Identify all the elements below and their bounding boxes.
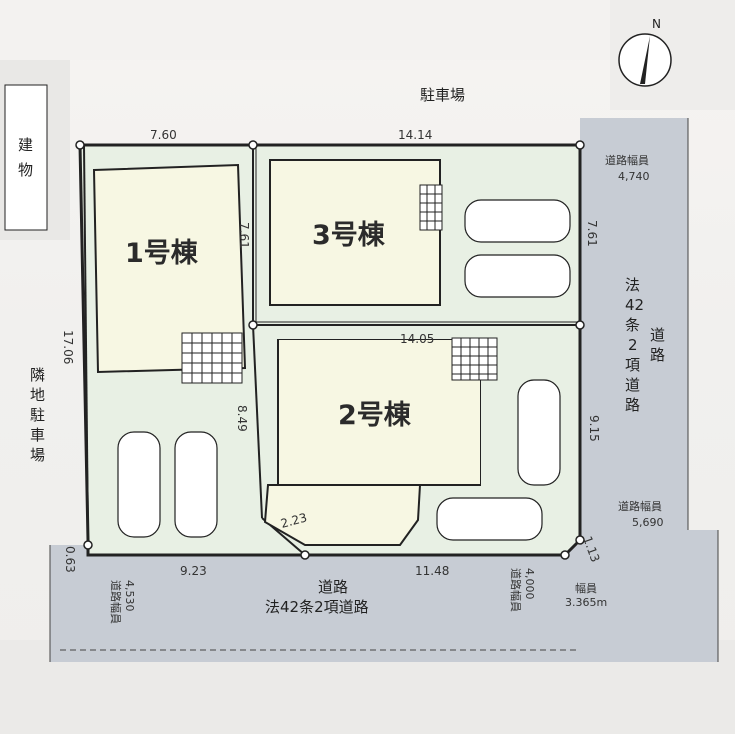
dim-lot3-right: 7.61: [585, 220, 599, 247]
east-road-7: 路: [625, 396, 640, 414]
car-2a: [517, 379, 561, 486]
neighbor-parking-2: 地: [30, 386, 45, 404]
dim-lot2-right: 9.15: [587, 415, 601, 442]
se-road-width-title: 幅員: [575, 582, 597, 595]
dim-top-left: 7.60: [150, 128, 177, 142]
s-road-width-value: 4,000: [523, 568, 536, 600]
building-label-2: 物: [18, 161, 33, 179]
dim-left: 17.06: [61, 330, 75, 364]
top-parking-label: 駐車場: [420, 86, 465, 104]
s-road-width-title: 道路幅員: [509, 568, 523, 612]
east-road: [580, 118, 688, 530]
dim-corner-cut: 2.23: [279, 510, 308, 530]
dim-corner-sw: 0.63: [63, 546, 77, 573]
house-3-label: 3号棟: [312, 220, 386, 251]
neighbor-parking-5: 場: [30, 446, 45, 464]
stair-house-2: [451, 337, 498, 381]
building-label-1: 建: [18, 136, 33, 154]
e-road-width-value: 5,690: [632, 516, 664, 529]
east-road-6: 道: [625, 376, 640, 394]
dim-top-right: 14.14: [398, 128, 432, 142]
sw-road-width-title: 道路幅員: [109, 580, 123, 624]
south-road: [50, 545, 580, 662]
car-1a: [117, 431, 161, 538]
east-road-3: 条: [625, 316, 640, 334]
east-road-suffix-2: 路: [650, 346, 665, 364]
car-1b: [174, 431, 218, 538]
neighbor-parking-4: 車: [30, 426, 45, 444]
east-road-5: 項: [625, 356, 640, 374]
se-road-width-value: 3.365m: [565, 596, 607, 609]
stair-house-3: [419, 184, 443, 231]
east-road-1: 法: [625, 276, 640, 294]
car-3a: [464, 199, 571, 243]
neighbor-parking-3: 駐: [30, 406, 45, 424]
dim-mid-width: 14.05: [400, 332, 434, 346]
dim-bottom-left: 9.23: [180, 564, 207, 578]
parked-cars: [117, 199, 571, 541]
e-road-width-title: 道路幅員: [618, 499, 662, 513]
stair-house-1: [181, 332, 243, 384]
north-compass: N: [618, 17, 672, 87]
east-road-south: [580, 530, 718, 662]
house-1: [92, 163, 247, 374]
neighbor-building: [4, 84, 48, 231]
house-1-label: 1号棟: [125, 238, 199, 269]
house-2-label: 2号棟: [338, 400, 412, 431]
dim-lot2-left: 8.49: [235, 405, 249, 432]
car-3b: [464, 254, 571, 298]
neighbor-parking-1: 隣: [30, 366, 45, 384]
east-road-2: 42: [625, 296, 644, 314]
south-road-label-1: 道路: [318, 578, 348, 596]
east-road-4: 2: [628, 336, 638, 354]
dim-lot1-inner: 7.61: [237, 222, 251, 249]
sw-road-width-value: 4,530: [123, 580, 136, 612]
compass-north-label: N: [652, 17, 661, 31]
east-road-suffix-1: 道: [650, 326, 665, 344]
car-2b: [436, 497, 543, 541]
south-road-label-2: 法42条2項道路: [265, 598, 369, 616]
ne-road-width-title: 道路幅員: [605, 153, 649, 167]
dim-bottom-right: 11.48: [415, 564, 449, 578]
ne-road-width-value: 4,740: [618, 170, 650, 183]
house-3: [269, 159, 441, 306]
